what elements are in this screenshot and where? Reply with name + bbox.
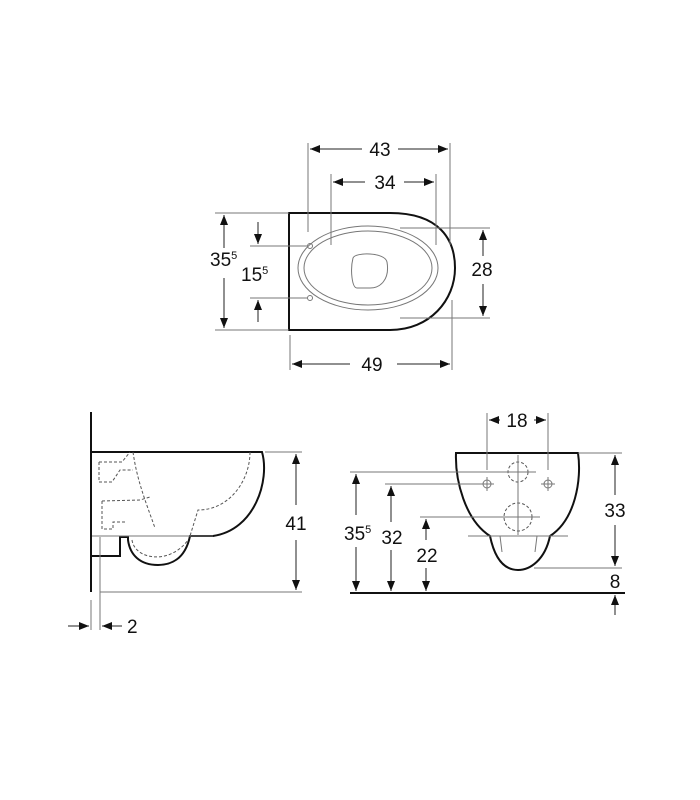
seat-inner: [303, 230, 433, 306]
dim-22: 22: [416, 546, 437, 567]
fixing-hole-bottom: [307, 295, 313, 301]
dim-18: 18: [506, 411, 527, 432]
dim-35-5-rear: 355: [344, 524, 371, 545]
dim-33: 33: [604, 501, 625, 522]
dim-35-5-top: 355: [210, 250, 237, 271]
dim-41: 41: [285, 514, 306, 535]
dim-43: 43: [369, 140, 390, 161]
dim-8: 8: [610, 572, 621, 593]
fixing-hole-top: [307, 243, 313, 249]
side-view-outline: [92, 451, 266, 567]
dim-49: 49: [361, 355, 382, 376]
dim-32: 32: [381, 528, 402, 549]
rear-view: 18 33 8 355 32 22: [344, 411, 626, 615]
dim-15-5: 155: [241, 265, 268, 286]
dim-2: 2: [127, 617, 138, 638]
dim-34: 34: [374, 173, 396, 194]
dim-28: 28: [471, 260, 492, 281]
top-view-outline: [288, 212, 457, 331]
bowl-opening: [351, 253, 389, 289]
rear-view-outline: [454, 452, 581, 572]
seat-ring: [297, 225, 439, 311]
top-view: 43 34 28 49 355 155: [210, 140, 493, 376]
side-view: 41 2: [68, 412, 307, 638]
